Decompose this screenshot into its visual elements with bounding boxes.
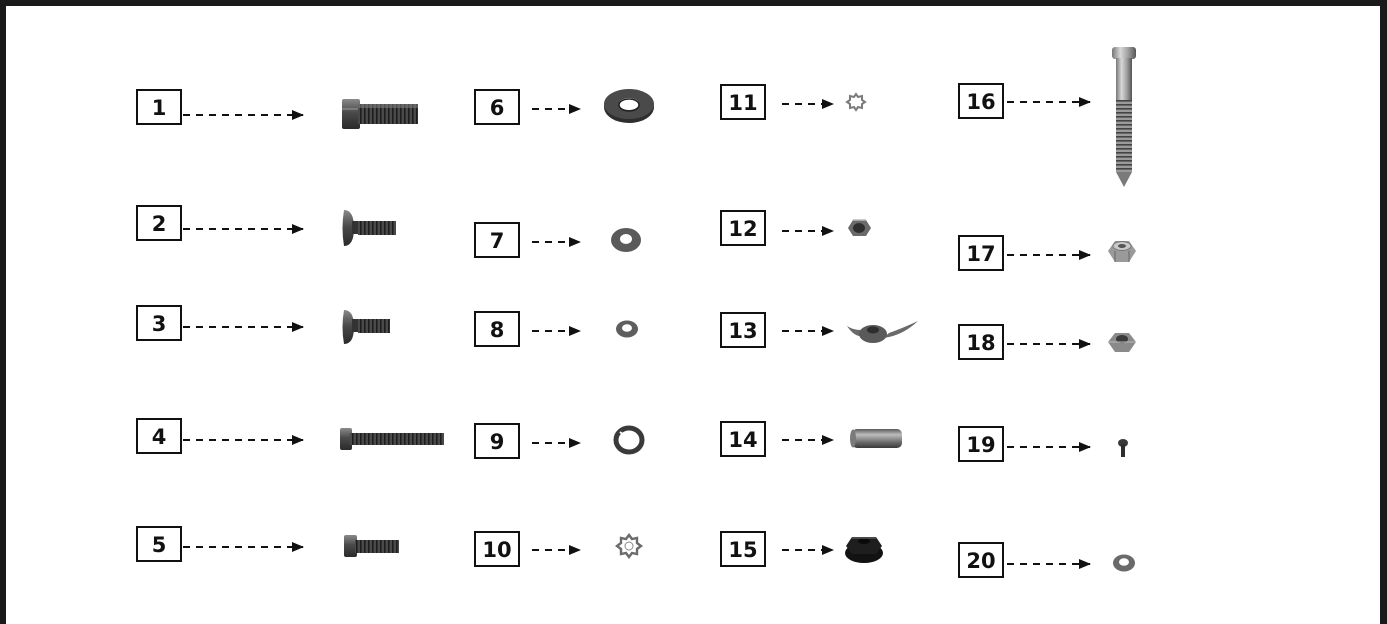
part-number: 14 [728,428,757,452]
part-number: 4 [152,425,167,449]
part-number: 15 [728,538,757,562]
part-label-6: 6 [474,89,520,125]
part-label-12: 12 [720,210,766,246]
carriage-bolt-icon [342,210,396,246]
small-screw-icon [1118,439,1128,457]
part-label-10: 10 [474,531,520,567]
hex-bolt-small-icon [344,535,399,557]
spacer-sleeve-icon [850,429,902,448]
part-number: 20 [966,549,995,573]
part-label-5: 5 [136,526,182,562]
part-label-18: 18 [958,324,1004,360]
part-number: 9 [490,430,505,454]
flange-nut-icon [845,537,883,563]
part-number-box [136,526,182,562]
part-number: 11 [728,91,757,115]
part-number-box [720,312,766,348]
carriage-bolt-short-icon [342,310,390,344]
part-label-4: 4 [136,418,182,454]
small-washer-icon [1113,554,1135,572]
part-label-20: 20 [958,542,1004,578]
part-number: 17 [966,242,995,266]
part-number-box [720,531,766,567]
lag-screw-icon [1112,47,1136,187]
part-number: 5 [152,533,167,557]
hex-nut-icon [1108,333,1136,352]
part-number: 10 [482,538,511,562]
large-flat-washer-icon [604,89,654,123]
part-number-box [474,423,520,459]
long-hex-bolt-icon [340,428,444,450]
part-label-14: 14 [720,421,766,457]
part-number-box [136,418,182,454]
part-label-3: 3 [136,305,182,341]
part-number-box [474,222,520,258]
nylon-lock-nut-icon [1108,241,1136,262]
small-hex-nut-icon [848,219,871,236]
hex-bolt-icon [342,99,418,129]
part-number-box [136,89,182,125]
part-number-box [958,426,1004,462]
part-number: 16 [966,90,995,114]
flat-washer-icon [611,228,641,252]
star-lock-washer-icon [615,533,643,559]
small-star-washer-icon [845,92,867,112]
part-number-box [136,305,182,341]
part-label-11: 11 [720,84,766,120]
part-number-box [958,235,1004,271]
part-number: 6 [490,96,505,120]
part-number: 2 [152,212,167,236]
part-label-13: 13 [720,312,766,348]
part-number-box [136,205,182,241]
part-label-17: 17 [958,235,1004,271]
part-number-box [958,324,1004,360]
part-number: 19 [966,433,995,457]
part-number-box [474,311,520,347]
part-number-box [958,542,1004,578]
part-number-box [474,531,520,567]
part-number: 3 [152,312,167,336]
part-label-19: 19 [958,426,1004,462]
part-number: 1 [152,96,167,120]
part-label-16: 16 [958,83,1004,119]
small-flat-washer-icon [616,320,638,338]
part-label-9: 9 [474,423,520,459]
split-lock-washer-icon [613,425,645,455]
part-label-8: 8 [474,311,520,347]
part-number-box [958,83,1004,119]
part-label-1: 1 [136,89,182,125]
part-number-box [720,421,766,457]
part-number-box [720,84,766,120]
part-number: 8 [490,318,505,342]
part-number: 12 [728,217,757,241]
part-number-box [474,89,520,125]
wing-nut-icon [847,321,918,343]
part-number: 13 [728,319,757,343]
part-number: 7 [490,229,505,253]
part-label-15: 15 [720,531,766,567]
part-label-7: 7 [474,222,520,258]
part-label-2: 2 [136,205,182,241]
part-number: 18 [966,331,995,355]
part-number-box [720,210,766,246]
